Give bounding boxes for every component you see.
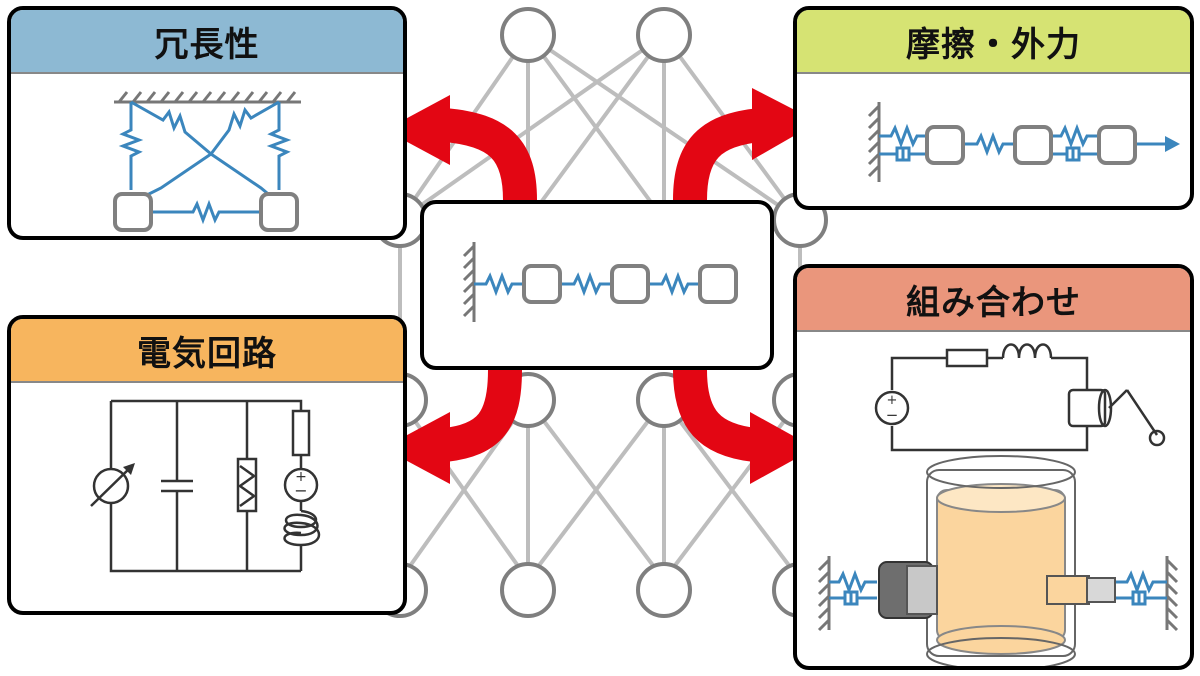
redundancy-diagram — [113, 91, 301, 232]
friction-header: 摩擦・外力 — [797, 10, 1190, 74]
electric-circuit-panel: 電気回路 + − — [7, 315, 407, 615]
network-node — [636, 7, 692, 63]
combination-diagram: + − — [817, 343, 1179, 666]
network-node — [500, 562, 556, 618]
mass-block — [925, 125, 965, 165]
base-system-panel — [420, 200, 774, 370]
friction-title: 摩擦・外力 — [906, 24, 1081, 65]
redundancy-panel: 冗長性 — [7, 6, 407, 240]
network-node — [500, 7, 556, 63]
circuit-title: 電気回路 — [137, 333, 277, 374]
base-spring-mass-chain — [462, 242, 738, 322]
arrow-to-circuit — [442, 369, 522, 462]
svg-text:−: − — [294, 481, 307, 500]
mass-block — [698, 264, 738, 304]
combination-panel: 組み合わせ + − — [793, 264, 1194, 670]
mass-block — [1013, 125, 1053, 165]
svg-text:−: − — [886, 406, 899, 424]
mass-block — [113, 192, 153, 232]
network-node — [636, 562, 692, 618]
mass-block — [1097, 125, 1137, 165]
mass-block — [259, 192, 299, 232]
svg-text:+: + — [887, 393, 898, 408]
arrow-to-combination — [673, 369, 758, 462]
combination-header: 組み合わせ — [797, 268, 1190, 332]
mass-block — [610, 264, 650, 304]
svg-text:+: + — [295, 469, 307, 485]
combination-title: 組み合わせ — [906, 282, 1081, 323]
arrow-to-redundancy — [443, 108, 537, 201]
friction-force-panel: 摩擦・外力 — [793, 6, 1194, 210]
circuit-diagram: + − — [90, 399, 321, 573]
friction-diagram — [867, 102, 1180, 182]
redundancy-header: 冗長性 — [11, 10, 403, 74]
arrow-to-friction — [673, 108, 763, 201]
redundancy-title: 冗長性 — [154, 24, 260, 65]
mass-block — [522, 264, 562, 304]
circuit-header: 電気回路 — [11, 319, 403, 383]
